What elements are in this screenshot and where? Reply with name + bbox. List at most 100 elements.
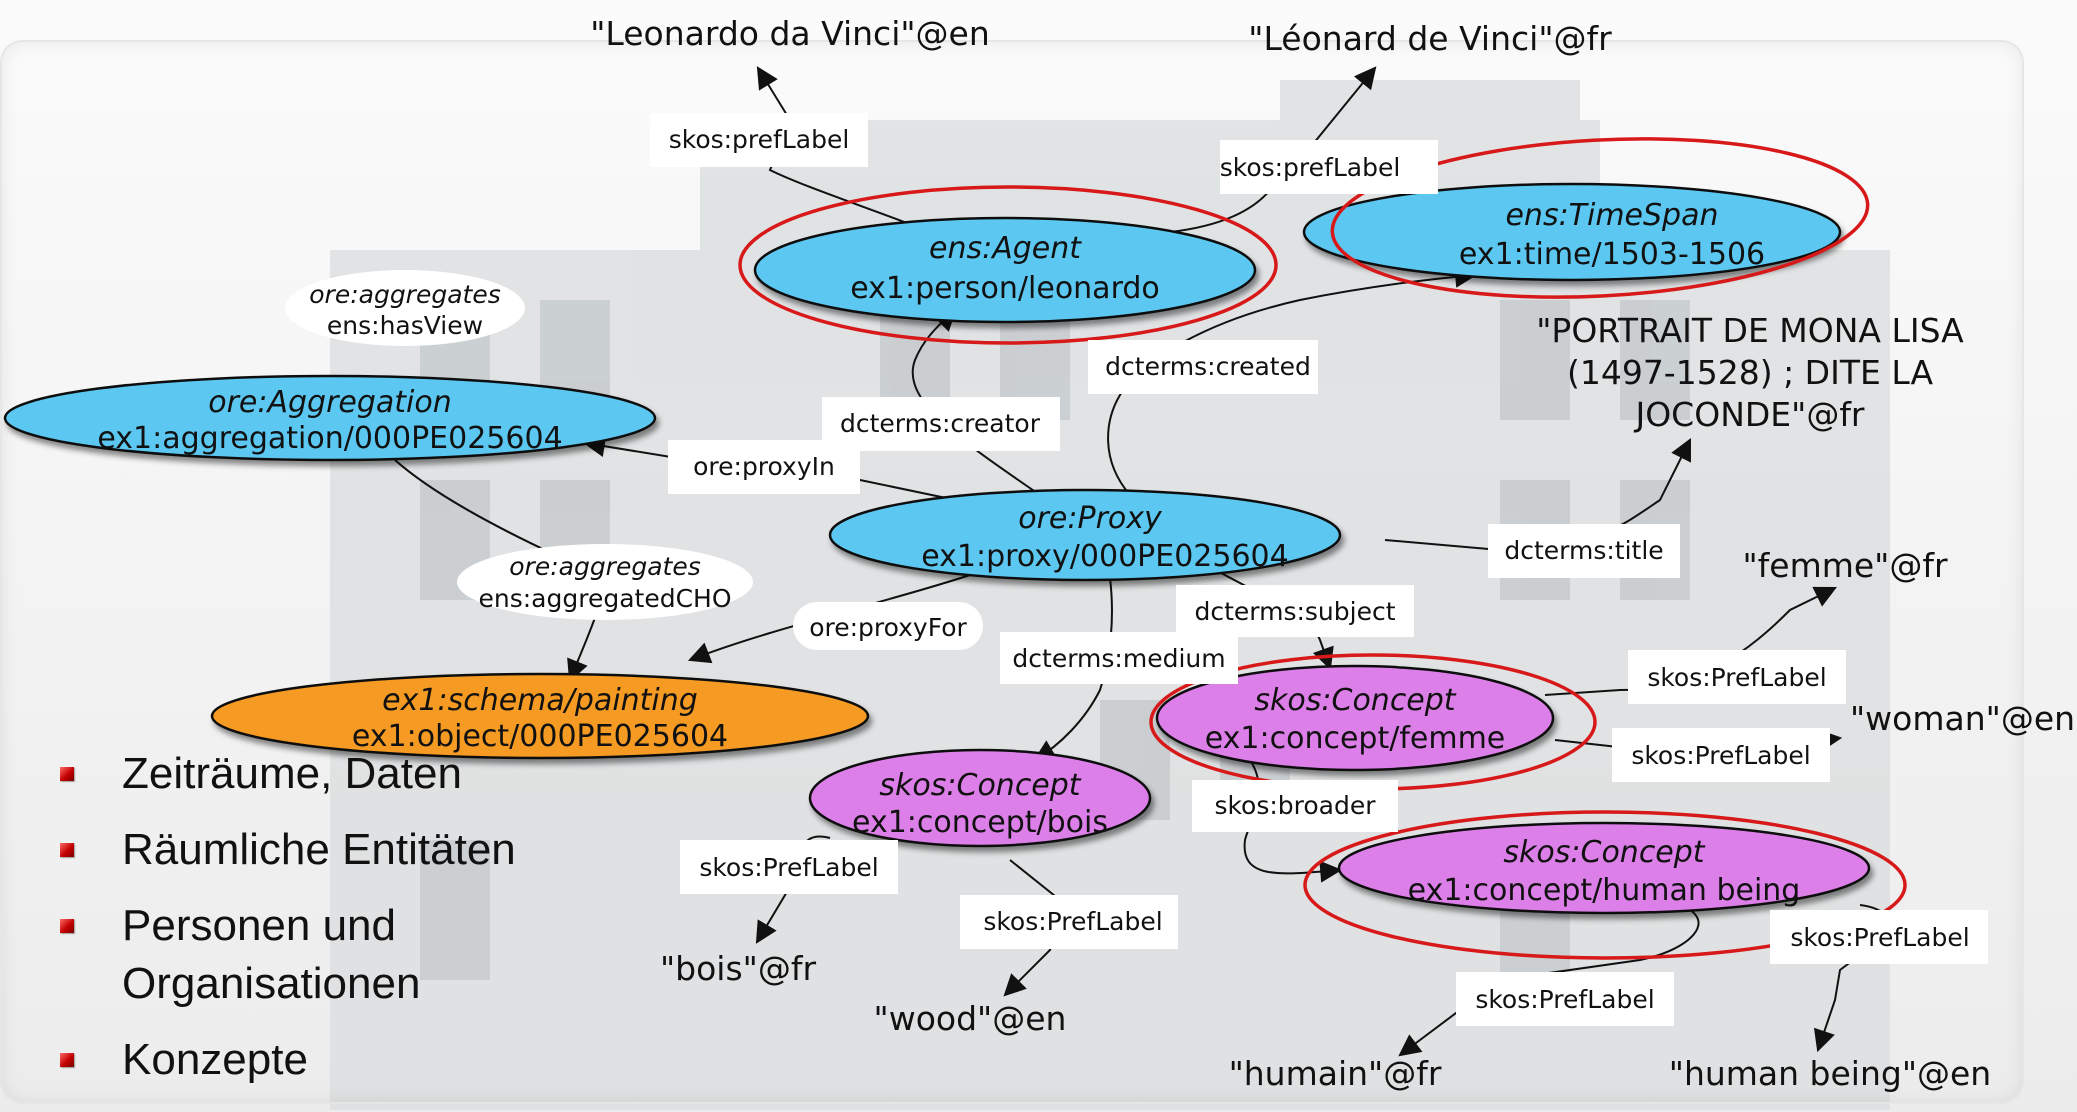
- edge-arrow-leonardo: [756, 66, 791, 121]
- bullet-item: Personen und Organisationen: [60, 897, 516, 1013]
- edge-creator: [911, 308, 1041, 496]
- edge-created: [1107, 265, 1478, 496]
- node-uri-label: ex1:aggregation/000PE025604: [97, 421, 562, 456]
- bullet-square-icon: [60, 919, 74, 933]
- node-type-label: ens:TimeSpan: [1505, 198, 1718, 233]
- svg-text:skos:broader: skos:broader: [1214, 791, 1376, 820]
- highlight-ring: [738, 185, 1278, 345]
- edge-label: skos:PrefLabel: [1612, 728, 1830, 782]
- bubble-labels: ore:aggregates ens:hasView ore:aggregate…: [285, 270, 753, 620]
- literal-leonardo-en: "Leonardo da Vinci"@en: [590, 14, 990, 53]
- edge-label: dcterms:subject: [1176, 585, 1414, 637]
- edge-label: skos:PrefLabel: [1628, 650, 1846, 704]
- edge-label: skos:PrefLabel: [680, 840, 898, 894]
- edge-agent-preflabel-en: [768, 119, 921, 229]
- edge-label: skos:prefLabel: [650, 113, 868, 167]
- node-uri-label: ex1:person/leonardo: [850, 271, 1160, 306]
- edge-humain-fr: [1398, 904, 1700, 1057]
- literal-human-en: "human being"@en: [1669, 1054, 1991, 1093]
- bullet-text: Zeiträume, Daten: [122, 749, 462, 798]
- bullet-square-icon: [60, 1053, 74, 1067]
- bubble-label-hasview: ore:aggregates ens:hasView: [285, 270, 525, 346]
- node-ens-agent: ens:Agent ex1:person/leonardo: [738, 185, 1278, 345]
- bullet-square-icon: [60, 843, 74, 857]
- node-concept-bois: skos:Concept ex1:concept/bois: [808, 748, 1152, 848]
- svg-text:skos:PrefLabel: skos:PrefLabel: [699, 853, 878, 882]
- node-type-label: ens:Agent: [929, 231, 1082, 266]
- nodes: ens:Agent ex1:person/leonardo ens:TimeSp…: [3, 137, 1907, 960]
- svg-text:dcterms:subject: dcterms:subject: [1194, 597, 1395, 626]
- bullet-text: Personen und: [122, 901, 396, 950]
- node-uri-label: ex1:concept/human being: [1408, 873, 1801, 908]
- highlight-ring: [1330, 137, 1870, 299]
- node-type-label: skos:Concept: [1254, 683, 1456, 718]
- svg-text:ens:aggregatedCHO: ens:aggregatedCHO: [478, 584, 731, 613]
- node-uri-label: ex1:concept/bois: [852, 805, 1108, 840]
- node-type-label: ore:Aggregation: [208, 385, 452, 420]
- node-ore-aggregation: ore:Aggregation ex1:aggregation/000PE025…: [3, 374, 657, 462]
- edge-label: dcterms:created: [1088, 340, 1318, 394]
- literal-title-line1: "PORTRAIT DE MONA LISA: [1536, 311, 1964, 350]
- node-uri-label: ex1:object/000PE025604: [352, 719, 728, 754]
- literals: "Leonardo da Vinci"@en "Léonard de Vinci…: [590, 14, 2075, 1093]
- svg-text:ore:proxyFor: ore:proxyFor: [809, 613, 967, 642]
- bubble-label-aggregatedcho: ore:aggregates ens:aggregatedCHO: [457, 544, 753, 620]
- node-type-label: skos:Concept: [1503, 835, 1705, 870]
- literal-humain-fr: "humain"@fr: [1229, 1054, 1442, 1093]
- svg-text:skos:PrefLabel: skos:PrefLabel: [1475, 985, 1654, 1014]
- svg-text:skos:prefLabel: skos:prefLabel: [1220, 153, 1401, 182]
- literal-title-line3: JOCONDE"@fr: [1633, 395, 1864, 434]
- edge-label: ore:proxyIn: [668, 440, 860, 494]
- node-uri-label: ex1:proxy/000PE025604: [921, 539, 1288, 574]
- node-concept-femme: skos:Concept ex1:concept/femme: [1149, 653, 1597, 791]
- svg-text:ore:aggregates: ore:aggregates: [309, 280, 501, 309]
- edge-label: skos:prefLabel: [1220, 140, 1438, 194]
- node-type-label: skos:Concept: [879, 768, 1081, 803]
- literal-wood-en: "wood"@en: [874, 999, 1067, 1038]
- bullet-list: Zeiträume, Daten Räumliche Entitäten Per…: [60, 745, 516, 1107]
- svg-text:skos:PrefLabel: skos:PrefLabel: [1647, 663, 1826, 692]
- edge-label: dcterms:medium: [1000, 632, 1238, 684]
- edge-label: skos:broader: [1192, 780, 1398, 832]
- bullet-text: Räumliche Entitäten: [122, 825, 516, 874]
- bullet-text: Konzepte: [122, 1035, 308, 1084]
- svg-text:skos:PrefLabel: skos:PrefLabel: [983, 907, 1162, 936]
- literal-leonard-fr: "Léonard de Vinci"@fr: [1248, 19, 1612, 58]
- edge-label: skos:PrefLabel: [1770, 910, 1988, 964]
- node-painting: ex1:schema/painting ex1:object/000PE0256…: [210, 672, 870, 760]
- bullet-text: Organisationen: [122, 959, 421, 1008]
- svg-text:ore:aggregates: ore:aggregates: [509, 552, 701, 581]
- bullet-square-icon: [60, 767, 74, 781]
- svg-text:dcterms:title: dcterms:title: [1504, 536, 1663, 565]
- literal-bois-fr: "bois"@fr: [660, 949, 816, 988]
- node-ore-proxy: ore:Proxy ex1:proxy/000PE025604: [828, 488, 1342, 582]
- node-concept-human-being: skos:Concept ex1:concept/human being: [1303, 810, 1907, 960]
- svg-text:dcterms:creator: dcterms:creator: [840, 409, 1041, 438]
- svg-text:skos:PrefLabel: skos:PrefLabel: [1631, 741, 1810, 770]
- svg-text:ore:proxyIn: ore:proxyIn: [693, 452, 835, 481]
- node-ens-timespan: ens:TimeSpan ex1:time/1503-1506: [1302, 137, 1870, 299]
- literal-woman-en: "woman"@en: [1850, 699, 2075, 738]
- literal-femme-fr: "femme"@fr: [1742, 546, 1947, 585]
- edge-label: dcterms:creator: [822, 397, 1060, 451]
- svg-text:dcterms:created: dcterms:created: [1105, 352, 1311, 381]
- node-type-label: ore:Proxy: [1018, 501, 1163, 536]
- bullet-item: Räumliche Entitäten: [60, 821, 516, 879]
- node-uri-label: ex1:concept/femme: [1205, 721, 1506, 756]
- svg-text:skos:prefLabel: skos:prefLabel: [669, 125, 850, 154]
- node-uri-label: ex1:time/1503-1506: [1459, 237, 1765, 272]
- bullet-item: Zeiträume, Daten: [60, 745, 516, 803]
- edge-label: dcterms:title: [1488, 524, 1680, 578]
- edge-medium: [1033, 577, 1113, 762]
- node-type-label: ex1:schema/painting: [382, 683, 698, 718]
- literal-title-line2: (1497-1528) ; DITE LA: [1567, 353, 1934, 392]
- highlight-ring: [1303, 810, 1907, 960]
- edge-label: skos:PrefLabel: [960, 895, 1178, 949]
- edge-label-proxyfor: ore:proxyFor: [793, 602, 983, 650]
- svg-text:ens:hasView: ens:hasView: [327, 311, 483, 340]
- svg-text:skos:PrefLabel: skos:PrefLabel: [1790, 923, 1969, 952]
- edge-label: skos:PrefLabel: [1456, 972, 1674, 1026]
- edge-labels: skos:prefLabel skos:prefLabel dcterms:cr…: [650, 113, 1988, 1026]
- bullet-item: Konzepte: [60, 1031, 516, 1089]
